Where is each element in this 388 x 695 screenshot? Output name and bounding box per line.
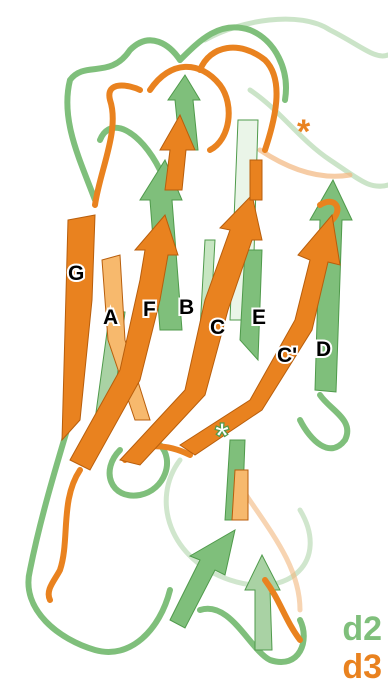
strand-label-C: C — [210, 316, 225, 339]
legend-d3-label: d3 — [342, 650, 382, 684]
strand-G-ribbon — [62, 215, 95, 440]
strand-label-C-prime: C' — [277, 344, 297, 367]
strand-label-D: D — [316, 338, 331, 361]
asterisk-d2-marker: * — [215, 415, 229, 456]
strand-label-B: B — [179, 296, 194, 319]
strand-label-E: E — [252, 306, 266, 329]
strand-label-A: A — [103, 306, 118, 329]
legend-d2-label: d2 — [342, 612, 382, 646]
strand-label-F: F — [143, 298, 156, 321]
asterisk-d3-marker: * — [297, 113, 311, 151]
strand-label-G: G — [68, 262, 84, 285]
